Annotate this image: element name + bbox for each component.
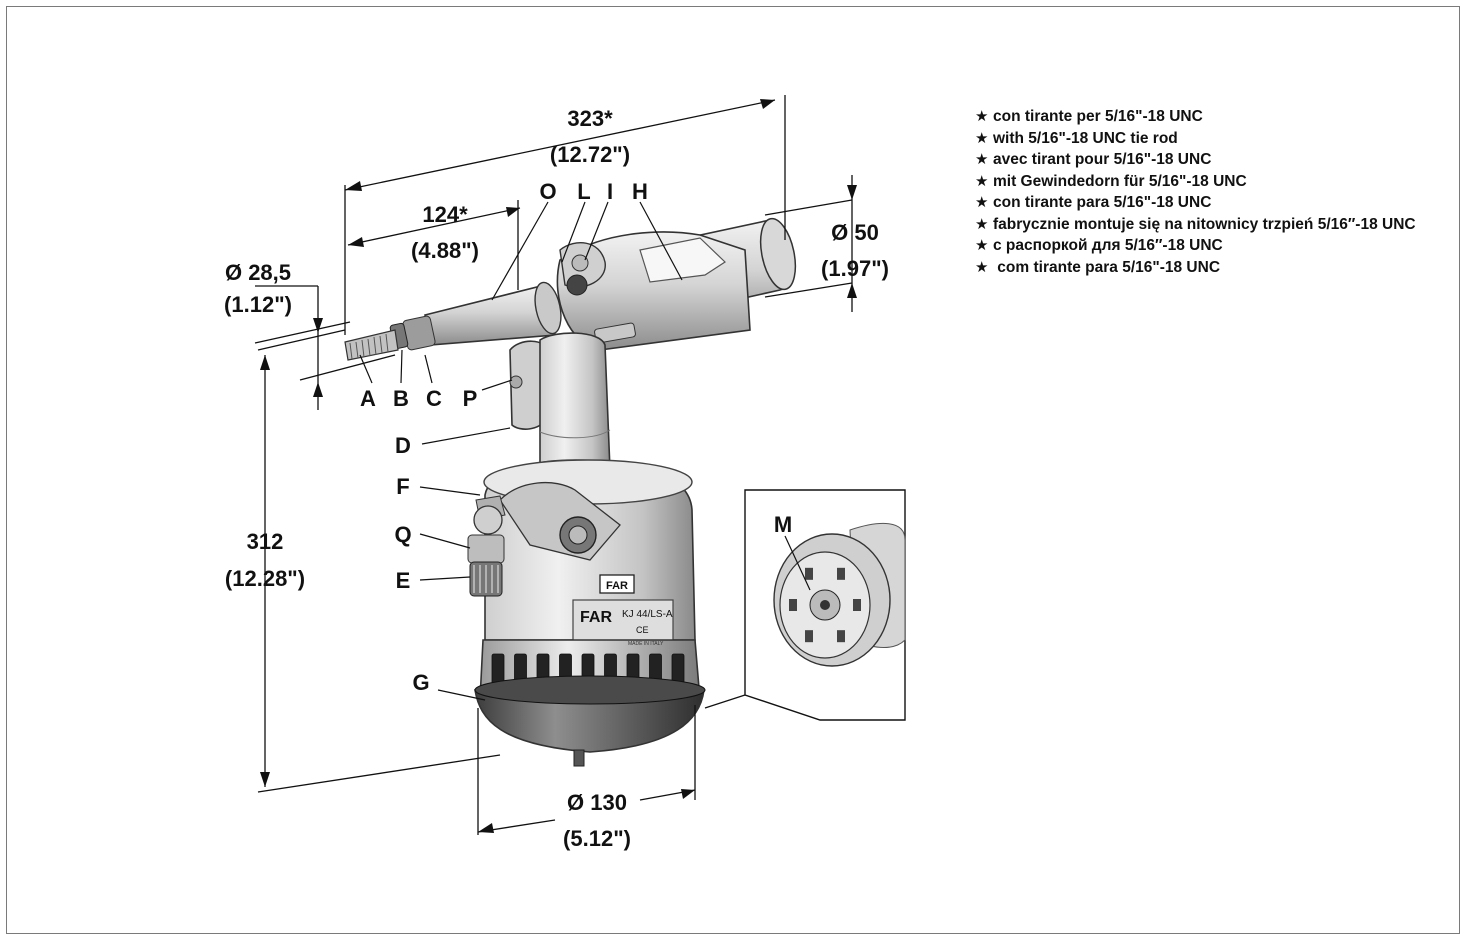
socket-slot [837, 630, 845, 643]
note-line: ★avec tirant pour 5/16"-18 UNC [975, 149, 1416, 171]
small-brand-badge: FAR [606, 580, 628, 592]
part-label-d: D [395, 433, 411, 458]
main-body [483, 459, 696, 641]
tool-head [556, 231, 751, 351]
part-label-f: F [396, 474, 409, 499]
part-label-c: C [426, 386, 442, 411]
note-text: mit Gewindedorn für 5/16"-18 UNC [993, 172, 1247, 190]
dim-length-inch: (12.72") [550, 142, 630, 167]
socket-slot [837, 567, 845, 580]
air-inlet-valve [467, 495, 506, 597]
part-label-q: Q [394, 522, 411, 547]
part-label-e: E [396, 568, 411, 593]
part-label-b: B [393, 386, 409, 411]
dimension-lines [254, 95, 857, 835]
asterisk-icon: ★ [975, 258, 989, 276]
note-line: ★con tirante per 5/16"-18 UNC [975, 106, 1416, 128]
note-line: ★fabrycznie montuje się na nitownicy trz… [975, 214, 1416, 236]
dim-nose-inch: (4.88") [411, 238, 479, 263]
handle [539, 332, 611, 471]
part-label-o: O [539, 179, 556, 204]
socket-slot [853, 599, 861, 611]
part-leaders [359, 201, 811, 701]
plate-ce-mark: CE [636, 625, 649, 635]
dimension-texts: 323* (12.72") 124* (4.88") Ø 28,5 (1.12"… [224, 106, 889, 851]
asterisk-icon: ★ [975, 151, 989, 168]
part-label-p: P [463, 386, 478, 411]
dim-nose-value: 124* [422, 202, 468, 227]
dim-length-value: 323* [567, 106, 613, 131]
dim-body-diameter-value: Ø 50 [831, 220, 879, 245]
asterisk-icon: ★ [975, 215, 989, 233]
asterisk-icon: ★ [975, 194, 989, 211]
tie-rod-notes: ★con tirante per 5/16"-18 UNC★with 5/16"… [975, 106, 1416, 278]
part-label-g: G [412, 670, 429, 695]
note-text: con tirante para 5/16"-18 UNC [993, 194, 1212, 211]
dim-height-value: 312 [247, 529, 284, 554]
detail-inset [704, 489, 906, 721]
sheet-border [6, 6, 1460, 934]
asterisk-icon: ★ [975, 172, 989, 190]
note-line: ★ com tirante para 5/16"-18 UNC [975, 257, 1416, 279]
note-line: ★con tirante para 5/16"-18 UNC [975, 192, 1416, 214]
asterisk-icon: ★ [975, 237, 989, 254]
part-label-m: M [774, 512, 792, 537]
dim-base-diameter-inch: (5.12") [563, 826, 631, 851]
dim-height-inch: (12.28") [225, 566, 305, 591]
note-line: ★with 5/16"-18 UNC tie rod [975, 128, 1416, 150]
part-label-h: H [632, 179, 648, 204]
note-text: com tirante para 5/16"-18 UNC [993, 258, 1221, 276]
note-line: ★с распоркой для 5/16″-18 UNC [975, 235, 1416, 257]
dim-base-diameter-value: Ø 130 [567, 790, 627, 815]
dim-nose-diameter-inch: (1.12") [224, 292, 292, 317]
part-label-i: I [607, 179, 613, 204]
asterisk-icon: ★ [975, 129, 989, 147]
note-text: с распоркой для 5/16″-18 UNC [993, 237, 1223, 254]
plate-made-in: MADE IN ITALY [628, 641, 664, 647]
product-markings: FAR FAR KJ 44/LS-A CE MADE IN ITALY [580, 580, 673, 647]
plate-model: KJ 44/LS-A [622, 609, 673, 620]
note-line: ★mit Gewindedorn für 5/16"-18 UNC [975, 171, 1416, 193]
note-text: con tirante per 5/16"-18 UNC [993, 108, 1203, 125]
note-text: fabrycznie montuje się na nitownicy trzp… [993, 215, 1416, 233]
dim-nose-diameter-value: Ø 28,5 [225, 260, 291, 285]
nose-tube [389, 281, 562, 351]
part-letters: O L I H A B C P D F Q E G M [360, 179, 792, 695]
note-text: with 5/16"-18 UNC tie rod [993, 129, 1178, 147]
part-label-a: A [360, 386, 376, 411]
socket-slot [789, 599, 797, 611]
socket-slot [805, 567, 813, 580]
plate-brand: FAR [580, 609, 612, 626]
threaded-tie-rod [344, 329, 399, 361]
socket-slot [805, 630, 813, 643]
note-text: avec tirant pour 5/16"-18 UNC [993, 151, 1212, 168]
dim-body-diameter-inch: (1.97") [821, 256, 889, 281]
base-cap [474, 675, 706, 767]
part-label-l: L [577, 179, 590, 204]
asterisk-icon: ★ [975, 108, 989, 125]
